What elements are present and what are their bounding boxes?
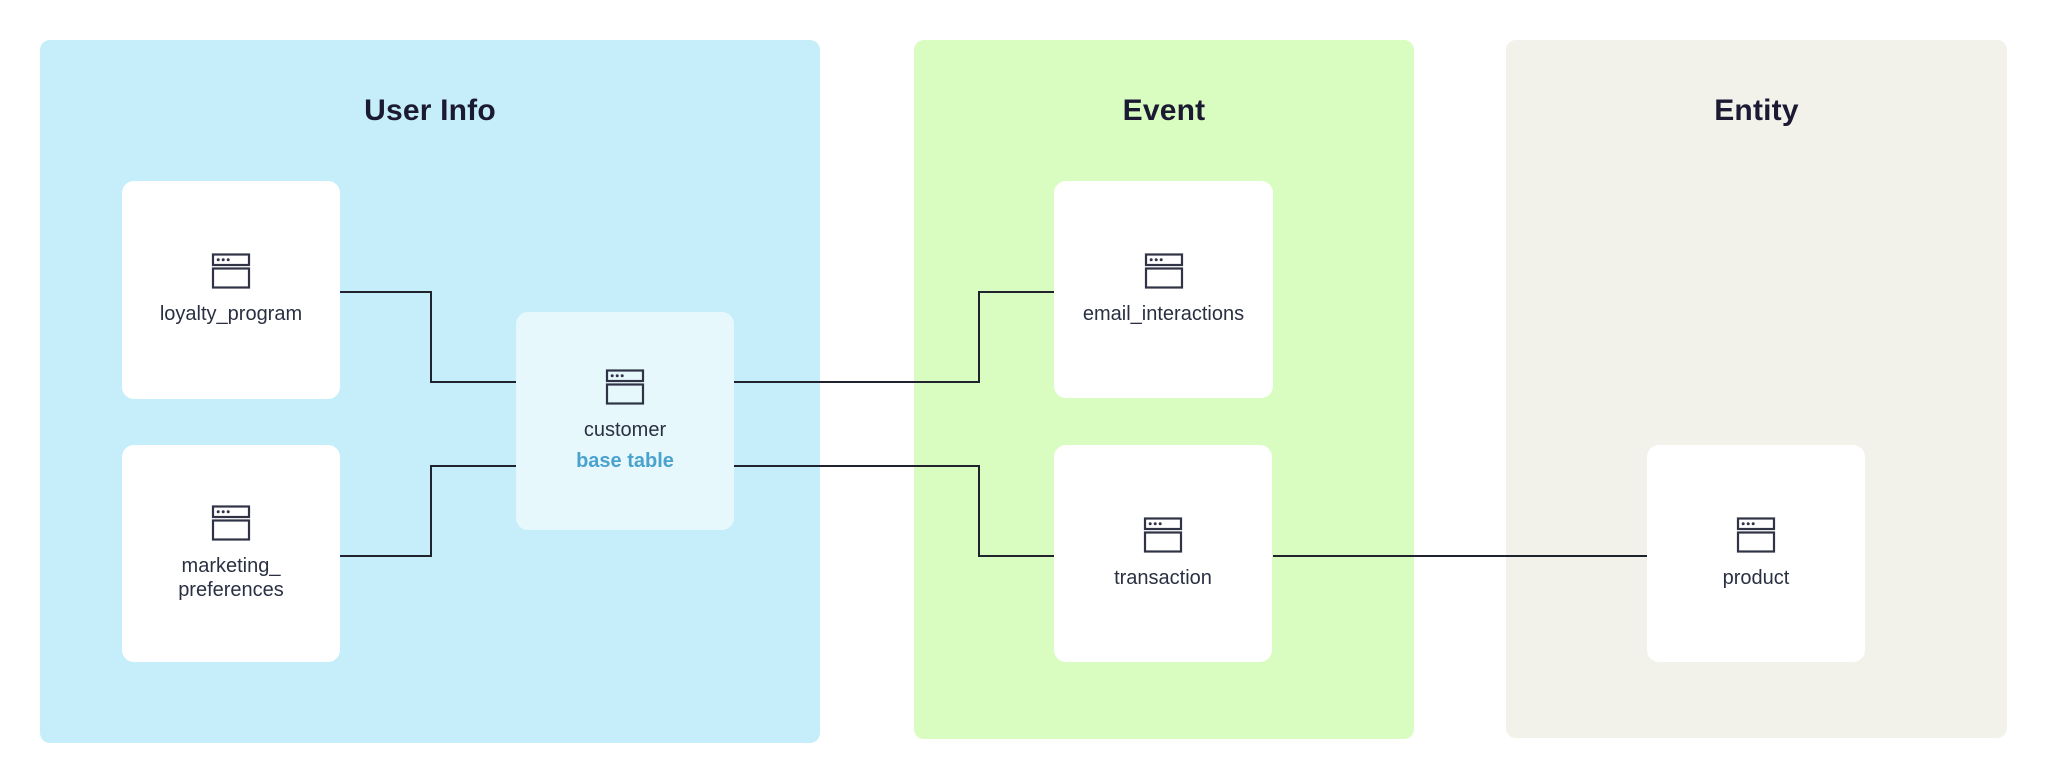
node-product[interactable]: product <box>1647 445 1865 662</box>
group-title-event: Event <box>1122 94 1206 127</box>
node-label: transaction <box>1114 566 1212 589</box>
node-customer-base-table[interactable]: customer base table <box>516 312 734 530</box>
table-icon <box>211 253 251 289</box>
table-icon <box>1144 253 1184 289</box>
table-icon <box>1143 517 1183 553</box>
node-email-interactions[interactable]: email_interactions <box>1054 181 1273 398</box>
table-icon <box>605 369 645 405</box>
node-label: product <box>1722 566 1790 589</box>
node-label: marketing_ preferences <box>178 554 284 601</box>
node-loyalty-program[interactable]: loyalty_program <box>122 181 340 399</box>
node-label: customer <box>583 418 667 441</box>
node-label: loyalty_program <box>159 303 303 326</box>
node-marketing-preferences[interactable]: marketing_ preferences <box>122 445 340 662</box>
table-icon <box>211 505 251 541</box>
group-title-entity: Entity <box>1714 94 1799 127</box>
node-transaction[interactable]: transaction <box>1054 445 1272 662</box>
base-table-badge: base table <box>576 450 674 473</box>
table-icon <box>1736 517 1776 553</box>
group-title-user-info: User Info <box>364 94 496 127</box>
node-label: email_interactions <box>1082 302 1245 325</box>
